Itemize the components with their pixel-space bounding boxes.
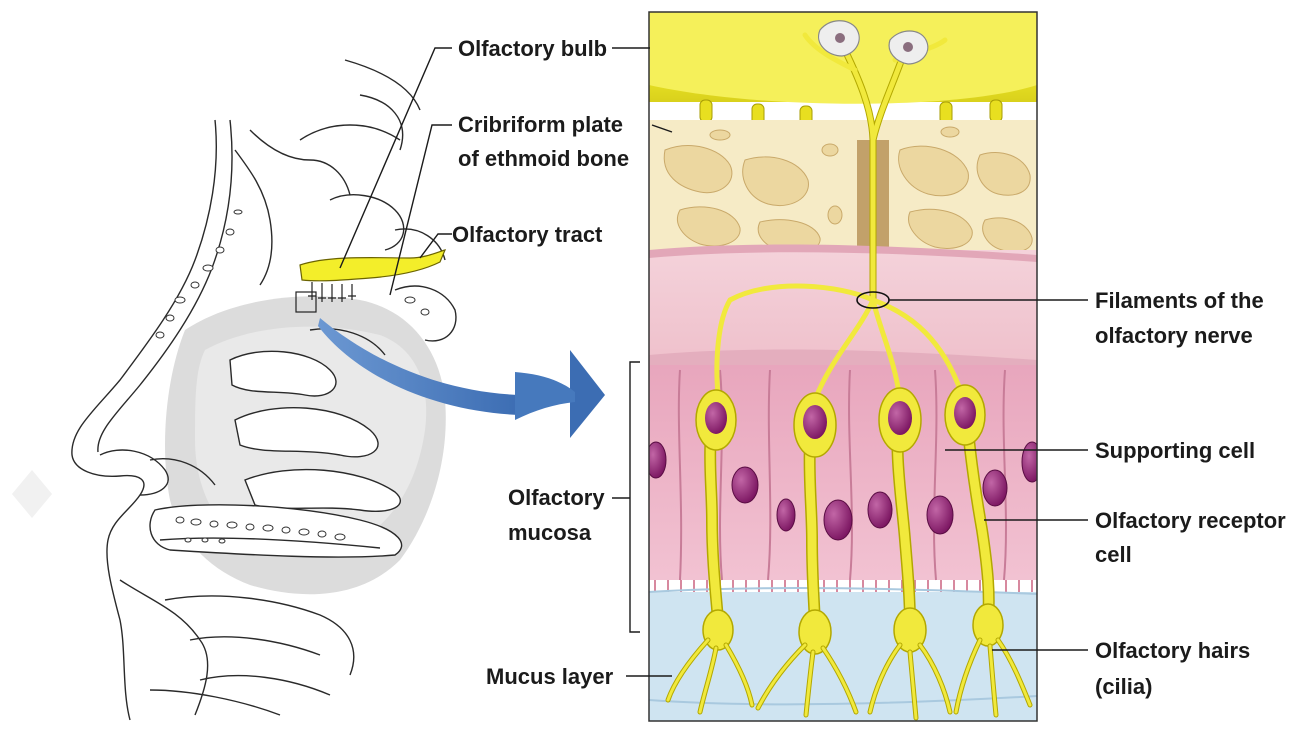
label-supporting-cell: Supporting cell bbox=[1095, 438, 1255, 463]
label-olfactory-bulb: Olfactory bulb bbox=[458, 36, 607, 61]
head-sagittal-section bbox=[72, 60, 456, 720]
label-ethmoid-bone: of ethmoid bone bbox=[458, 146, 629, 171]
label-receptor-cell: cell bbox=[1095, 542, 1132, 567]
label-cilia: (cilia) bbox=[1095, 674, 1152, 699]
label-olfactory-receptor: Olfactory receptor bbox=[1095, 508, 1286, 533]
label-olfactory-tract: Olfactory tract bbox=[452, 222, 603, 247]
label-filaments: Filaments of the bbox=[1095, 288, 1264, 313]
label-mucus-layer: Mucus layer bbox=[486, 664, 614, 689]
label-olfactory-hairs: Olfactory hairs bbox=[1095, 638, 1250, 663]
label-olfactory-nerve: olfactory nerve bbox=[1095, 323, 1253, 348]
label-olfactory-mucosa-2: mucosa bbox=[508, 520, 592, 545]
zoom-arrowhead bbox=[570, 350, 605, 438]
label-cribriform-plate: Cribriform plate bbox=[458, 112, 623, 137]
zoom-arrow-body bbox=[515, 372, 575, 420]
magnified-panel bbox=[646, 12, 1042, 722]
label-olfactory-mucosa-1: Olfactory bbox=[508, 485, 605, 510]
watermark-diamond bbox=[12, 470, 52, 518]
